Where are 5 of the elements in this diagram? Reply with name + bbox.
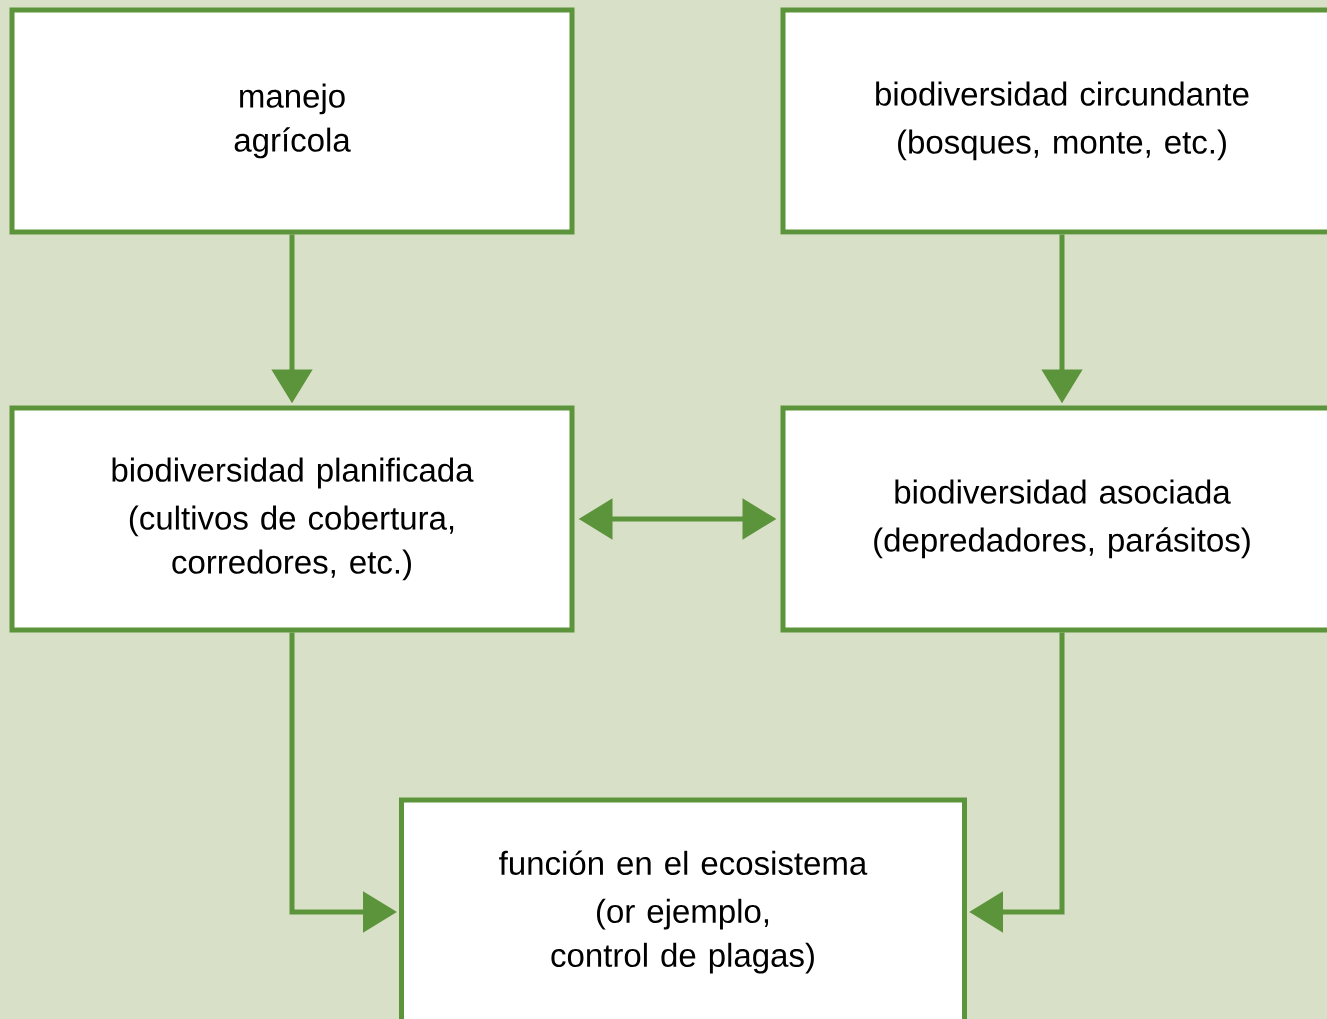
process-box: función en el ecosistema (or ejemplo, control de plagas) (399, 797, 967, 1019)
process-box: biodiversidad circundante (bosques, monte, etc.) (780, 7, 1327, 235)
process-box: manejo agrícola (9, 7, 575, 235)
process-box: biodiversidad planificada (cultivos de cobertura, corredores, etc.) (9, 405, 575, 633)
process-box: biodiversidad asociada (depredadores, parásitos) (780, 405, 1327, 633)
